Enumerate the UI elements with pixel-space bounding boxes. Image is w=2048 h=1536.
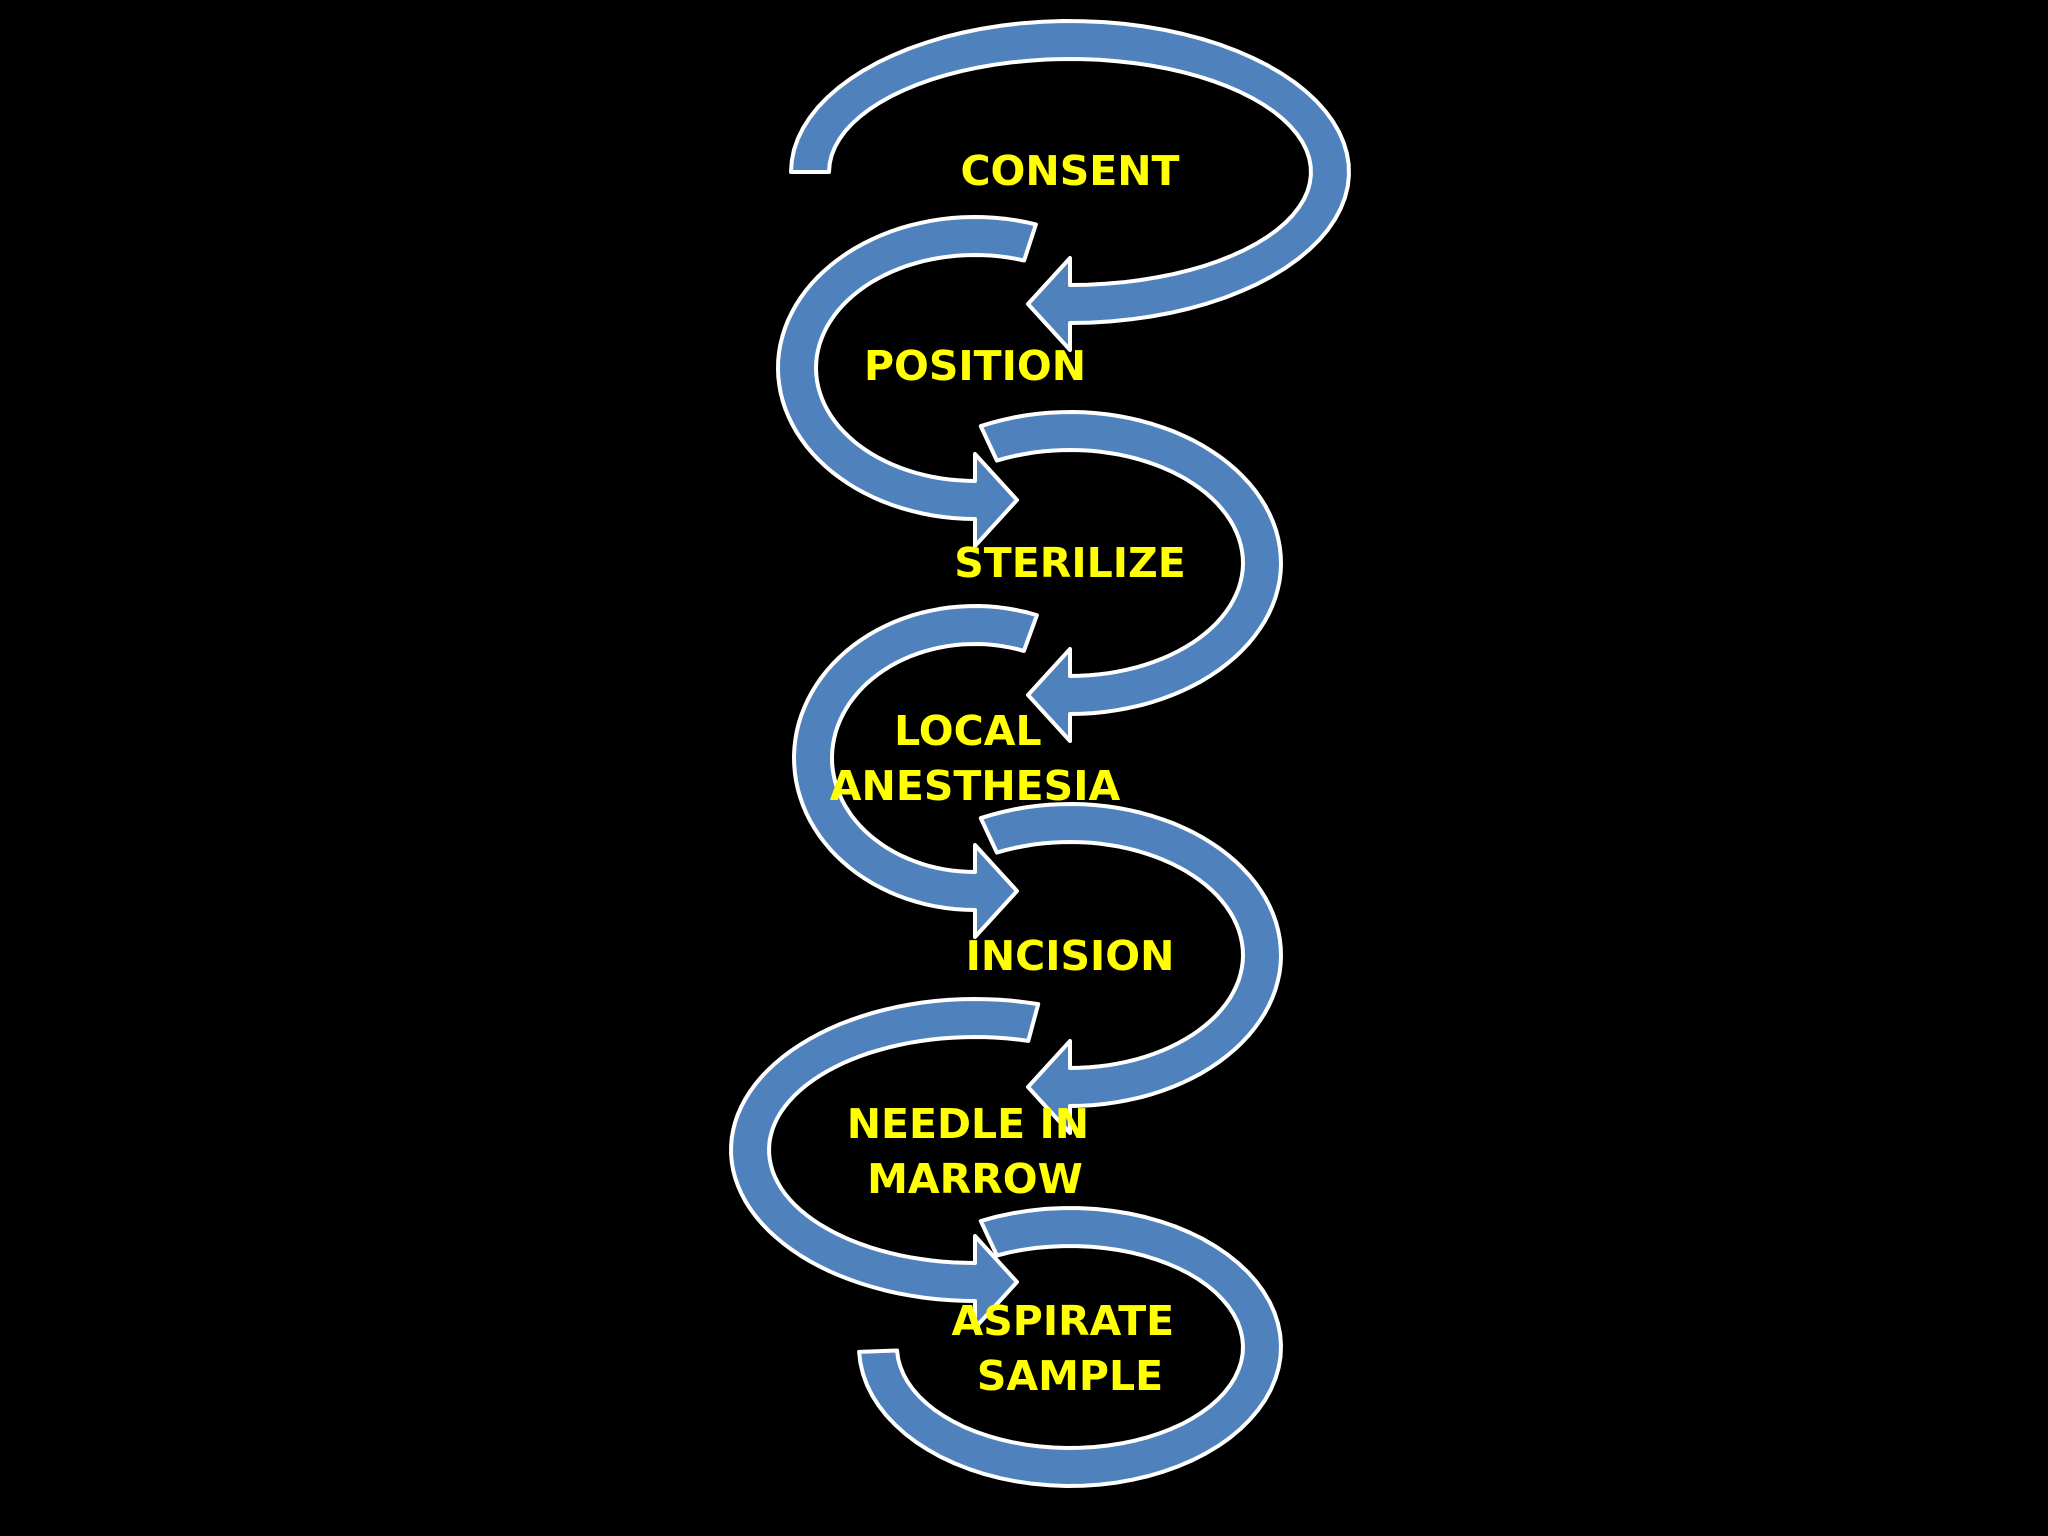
step-label-line: ASPIRATE (952, 1297, 1175, 1345)
curved-arrow-needle (729, 997, 1041, 1330)
step-label-line: MARROW (867, 1155, 1083, 1203)
curved-arrow-anesthesia (792, 604, 1039, 939)
step-label-line: SAMPLE (977, 1352, 1163, 1400)
step-label-line: LOCAL (894, 707, 1041, 755)
step-labels-layer: CONSENT POSITION STERILIZE LOCAL ANESTHE… (830, 147, 1189, 1400)
step-label-line: INCISION (966, 932, 1175, 980)
curved-arrow-incision (978, 802, 1283, 1135)
curved-arrow-sterilize (978, 410, 1283, 743)
step-label-sterilize: STERILIZE (954, 539, 1185, 587)
step-label-line: STERILIZE (954, 539, 1185, 587)
step-label-aspirate-sample: ASPIRATE SAMPLE (952, 1297, 1189, 1400)
step-label-incision: INCISION (966, 932, 1175, 980)
curved-arrow-consent (789, 19, 1351, 352)
step-label-local-anesthesia: LOCAL ANESTHESIA (830, 707, 1121, 810)
step-label-line: CONSENT (960, 147, 1179, 195)
step-label-consent: CONSENT (960, 147, 1179, 195)
curved-arrows-layer (729, 19, 1351, 1488)
step-label-line: POSITION (864, 342, 1086, 390)
step-label-position: POSITION (864, 342, 1086, 390)
step-label-needle-in-marrow: NEEDLE IN MARROW (847, 1100, 1104, 1203)
curved-arrow-position (776, 215, 1038, 548)
step-label-line: NEEDLE IN (847, 1100, 1089, 1148)
step-label-line: ANESTHESIA (830, 762, 1121, 810)
curved-arrow-aspirate (857, 1206, 1283, 1488)
